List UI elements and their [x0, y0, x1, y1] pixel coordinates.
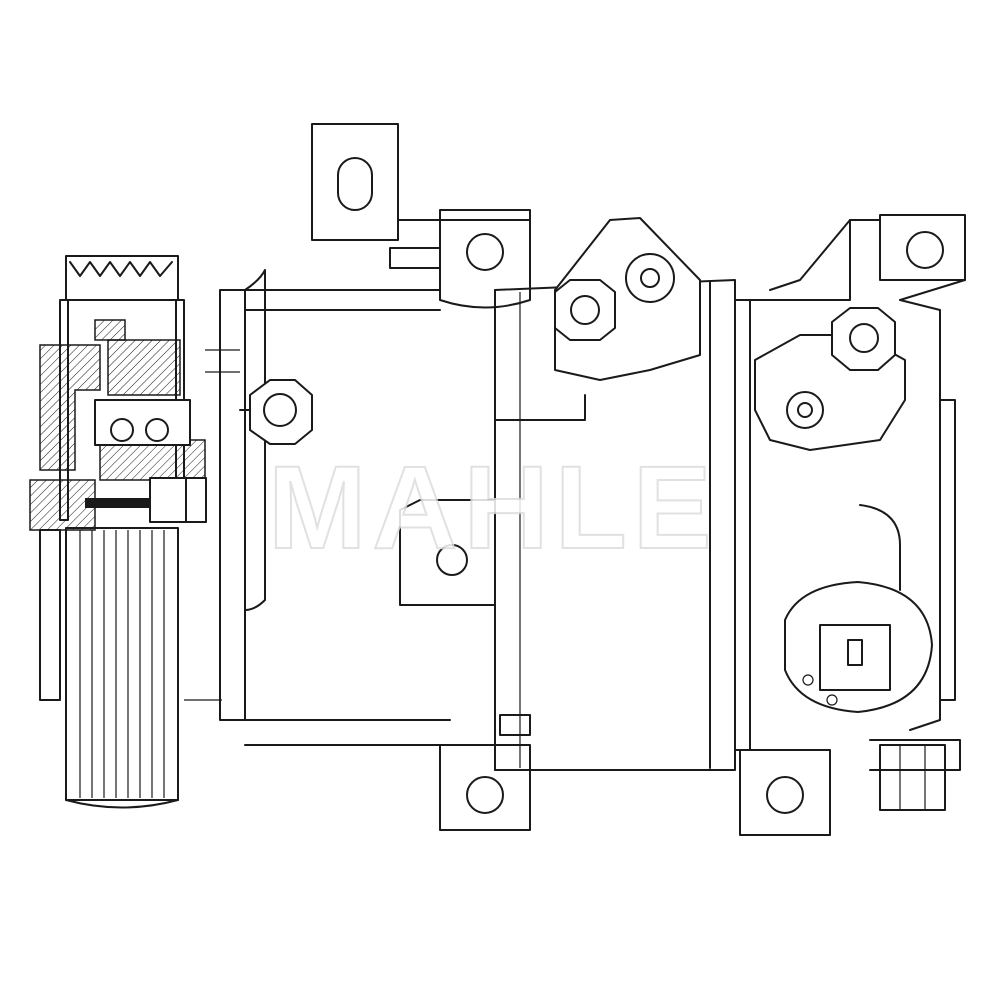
front-housing [219, 123, 531, 831]
cylinder-body [399, 217, 736, 771]
pulley-grooves [79, 530, 165, 798]
watermark: MAHLE [267, 441, 718, 575]
pulley-assembly [29, 255, 240, 809]
watermark-text: MAHLE [268, 442, 718, 574]
rear-head [734, 214, 966, 836]
